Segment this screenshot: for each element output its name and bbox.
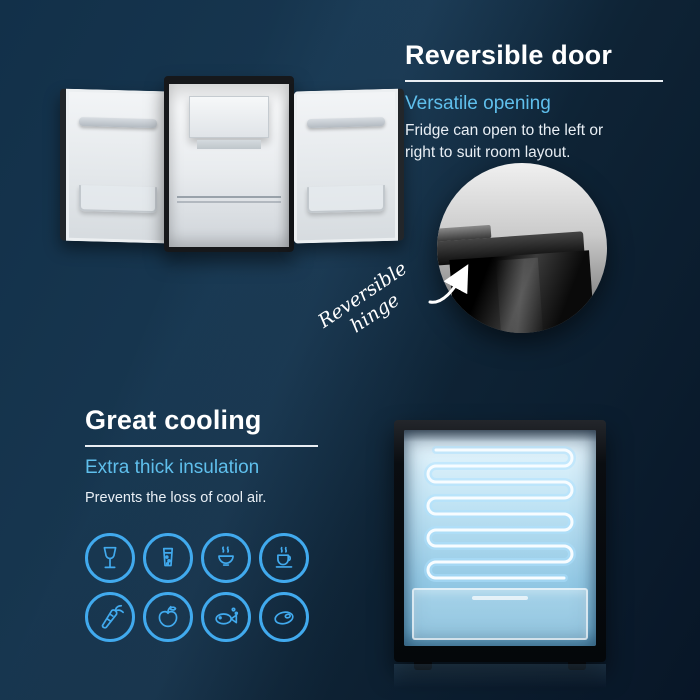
wire-shelf <box>177 196 281 198</box>
evaporator-coil-graphic <box>424 446 576 582</box>
reversible-body-text: Fridge can open to the left or right to … <box>405 120 603 165</box>
title-underline <box>405 80 663 82</box>
body-line: Fridge can open to the left or <box>405 122 604 139</box>
title-underline <box>85 445 318 447</box>
fridge-interior-panel <box>404 430 596 646</box>
drawer-handle <box>472 596 528 600</box>
section-title-reversible-door: Reversible door <box>405 40 613 70</box>
curved-arrow-icon <box>428 264 469 304</box>
fridge-foot <box>414 661 432 670</box>
fridge-left-door <box>60 88 170 244</box>
freezer-compartment <box>189 96 269 138</box>
fridge-cabinet <box>164 76 294 252</box>
meat-icon <box>259 592 309 642</box>
interior-ceiling-shadow <box>404 430 596 442</box>
fridge-interior-cooling-photo <box>394 420 606 670</box>
door-rack <box>307 185 385 214</box>
food-icons-grid <box>85 533 309 642</box>
open-fridge-illustration <box>58 76 404 256</box>
floor-reflection <box>394 664 606 688</box>
crisper-drawer <box>412 588 588 640</box>
fridge-right-door <box>294 88 404 244</box>
fridge-foot <box>568 661 586 670</box>
hinge-detail-photo <box>437 163 607 333</box>
freezer-flap <box>197 140 261 149</box>
subtitle-versatile-opening: Versatile opening <box>405 93 551 114</box>
fish-icon <box>201 592 251 642</box>
reversible-hinge-annotation: Reversible hinge <box>304 251 434 359</box>
door-rack <box>79 185 157 214</box>
door-rail <box>307 117 385 129</box>
gloss-highlight <box>495 257 545 333</box>
apple-icon <box>143 592 193 642</box>
cooling-body-text: Prevents the loss of cool air. <box>85 490 267 506</box>
coffee-cup-icon <box>259 533 309 583</box>
cold-drink-icon <box>143 533 193 583</box>
carrot-icon <box>85 592 135 642</box>
door-rail <box>79 117 157 129</box>
section-title-great-cooling: Great cooling <box>85 405 262 435</box>
steaming-bowl-icon <box>201 533 251 583</box>
body-line: right to suit room layout. <box>405 144 571 162</box>
wine-glass-icon <box>85 533 135 583</box>
subtitle-extra-thick-insulation: Extra thick insulation <box>85 457 260 478</box>
